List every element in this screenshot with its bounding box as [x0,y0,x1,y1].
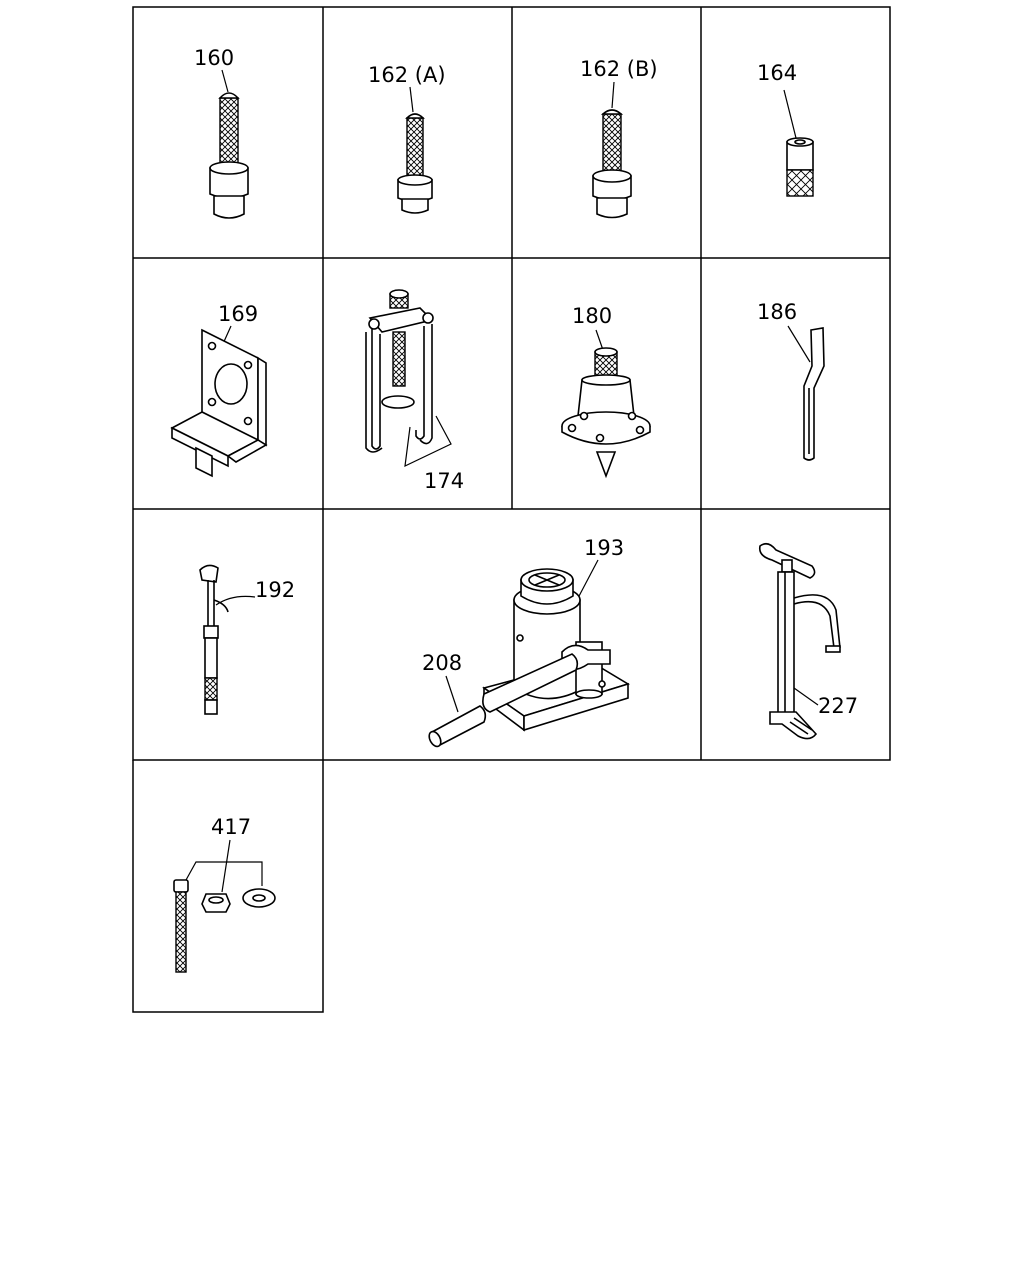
part-162-b-label: 162 (B) [580,57,658,81]
part-193: 193 [482,536,630,732]
part-162-a-label: 162 (A) [368,63,446,87]
part-174: 174 [365,289,464,493]
part-160: 160 [194,46,249,219]
part-162-a: 162 (A) [368,63,446,214]
part-174-label: 174 [424,469,464,493]
part-227: 227 [758,542,858,740]
part-227-label: 227 [818,694,858,718]
part-164: 164 [757,61,814,197]
grid-frame [132,6,891,1013]
part-192: 192 [199,564,295,715]
part-186-label: 186 [757,300,797,324]
part-193-label: 193 [584,536,624,560]
part-417: 417 [173,815,276,973]
part-180-label: 180 [572,304,612,328]
part-186: 186 [757,300,825,461]
part-162-b: 162 (B) [580,57,658,219]
part-208: 208 [422,651,487,748]
part-169-label: 169 [218,302,258,326]
part-180: 180 [561,304,651,479]
part-192-label: 192 [255,578,295,602]
part-169: 169 [170,302,268,478]
part-208-label: 208 [422,651,462,675]
part-417-label: 417 [211,815,251,839]
part-164-label: 164 [757,61,797,85]
part-160-label: 160 [194,46,234,70]
